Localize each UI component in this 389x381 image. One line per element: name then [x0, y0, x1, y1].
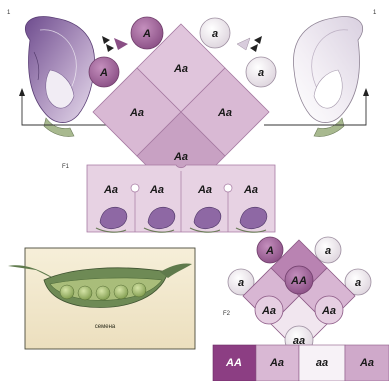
arrow-triangle-icon: [237, 38, 250, 50]
arrow-triangle-icon: [254, 36, 262, 44]
right-arrow-head: [363, 88, 369, 96]
parent-right-number: 1: [373, 10, 377, 16]
parent-left-number: 1: [7, 10, 11, 16]
gamete-a-label: a: [258, 67, 264, 79]
f1-cell-Aa: Aa: [103, 184, 118, 196]
gamete-A-label: A: [99, 67, 108, 79]
f2-label: F2: [223, 311, 231, 317]
f2-cell-Aa: Aa: [261, 305, 276, 317]
arrow-triangle-icon: [250, 44, 258, 52]
top-cell-Aa: Aa: [129, 107, 144, 119]
f2-gamete-label: a: [355, 277, 361, 289]
f2-cell-AA: AA: [290, 275, 307, 287]
top-cell-Aa: Aa: [173, 151, 188, 163]
f2-bottom-Aa: Aa: [269, 357, 284, 369]
f1-cell-Aa: Aa: [197, 184, 212, 196]
f2-gamete-label: A: [265, 245, 274, 257]
gamete-a-label: a: [212, 28, 218, 40]
seeds-label: семена: [95, 324, 116, 330]
parent-flower-purple: [25, 17, 94, 137]
arrow-triangle-icon: [114, 38, 128, 50]
f1-label: F1: [62, 164, 70, 170]
f2-bottom-Aa: Aa: [359, 357, 374, 369]
arrow-triangle-icon: [102, 36, 110, 44]
top-cell-Aa: Aa: [217, 107, 232, 119]
f2-cell-Aa: Aa: [321, 305, 336, 317]
arrow-triangle-icon: [106, 44, 114, 52]
f2-gamete-label: a: [238, 277, 244, 289]
left-arrow-head: [19, 88, 25, 96]
gamete-A-label: A: [142, 28, 151, 40]
f2-bottom-AA: AA: [225, 357, 242, 369]
parent-flower-white: [293, 17, 362, 137]
top-cell-Aa: Aa: [173, 63, 188, 75]
f2-bottom-aa: aa: [316, 357, 328, 369]
seed-pod-panel: [8, 248, 195, 349]
f1-cell-Aa: Aa: [243, 184, 258, 196]
f1-cell-Aa: Aa: [149, 184, 164, 196]
f2-gamete-label: a: [325, 245, 331, 257]
